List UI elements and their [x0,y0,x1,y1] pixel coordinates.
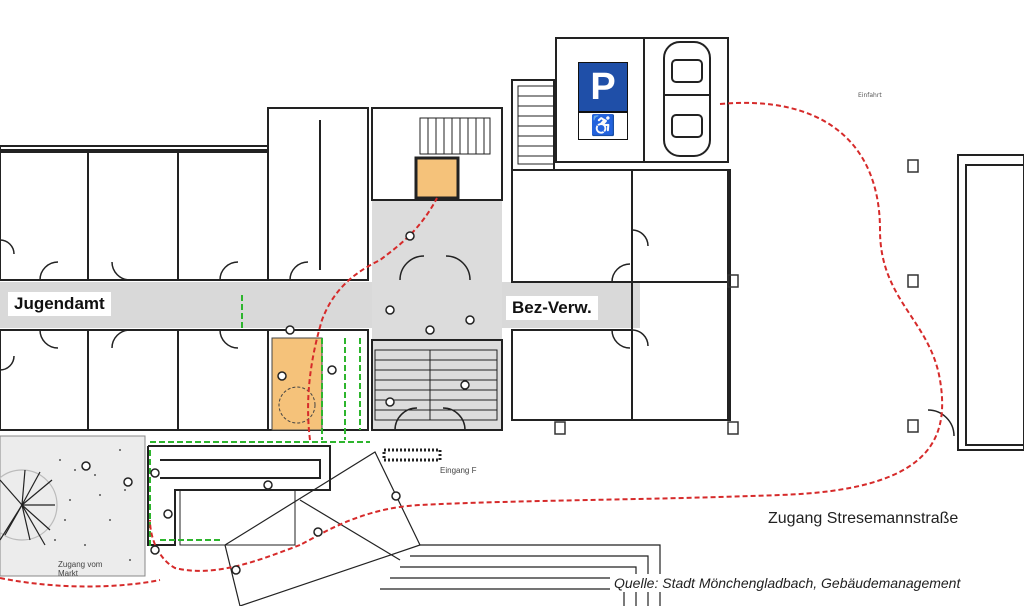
entrance-mat [382,448,442,462]
elevator [414,156,460,200]
label-zugang-stresemannstrasse: Zugang Stresemannstraße [768,510,959,527]
right-rooms [511,37,1024,451]
corridor-stair-hall [372,200,502,430]
columns [554,159,919,435]
small-annotation: Einfahrt [858,92,882,99]
lower-rooms [0,329,503,431]
highlighted-room [271,337,323,431]
tree-icon [0,469,58,546]
staircase-icon [374,85,555,421]
label-jugendamt: Jugendamt [8,292,111,316]
info-markers [81,231,475,575]
outdoor-steps [224,451,661,606]
label-zugang-markt: Zugang vom Markt [58,560,103,578]
door-swings [0,229,955,437]
tactile-guidance [149,295,370,548]
label-eingang-f: Eingang F [440,466,477,475]
courtyard [0,435,146,577]
ramp [147,445,331,546]
parking-letter: P [590,66,616,108]
label-bez-verw: Bez-Verw. [506,296,598,320]
parking-sign-icon: P [578,62,628,112]
car-icon [663,41,711,157]
wheelchair-icon: ♿ [578,112,628,140]
source-caption: Quelle: Stadt Mönchengladbach, Gebäudema… [610,574,965,592]
